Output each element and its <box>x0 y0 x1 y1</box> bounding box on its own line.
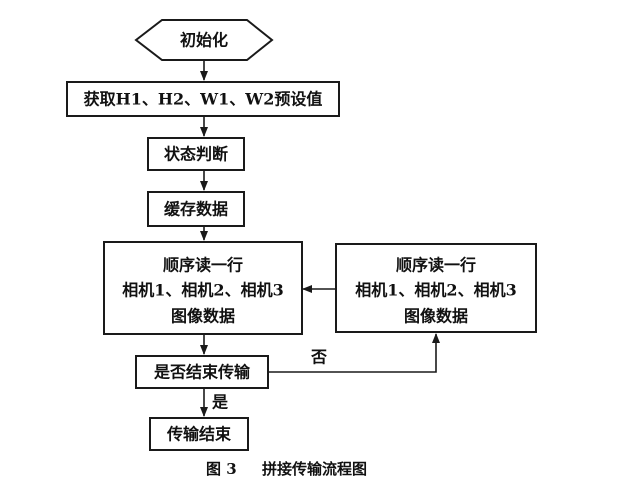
read-row-right-line-1: 顺序读一行 <box>396 256 476 275</box>
process-read-row-right: 顺序读一行 相机1、相机2、相机3 图像数据 <box>335 243 537 333</box>
read-row-left-line-3: 图像数据 <box>171 307 235 326</box>
edge-label-no: 否 <box>310 348 327 367</box>
start-node-label: 初始化 <box>180 31 228 50</box>
process-cache-data-label: 缓存数据 <box>163 200 228 219</box>
figure-title: 拼接传输流程图 <box>262 460 367 478</box>
process-read-row-left: 顺序读一行 相机1、相机2、相机3 图像数据 <box>103 241 303 335</box>
start-node-init: 初始化 <box>134 19 274 61</box>
decision-end-check-label: 是否结束传输 <box>153 363 251 382</box>
process-get-presets-label: 获取H1、H2、W1、W2预设值 <box>84 90 323 109</box>
process-state-judge-label: 状态判断 <box>164 145 228 164</box>
figure-number: 图 3 <box>206 460 237 478</box>
read-row-left-line-2: 相机1、相机2、相机3 <box>122 281 283 300</box>
process-state-judge: 状态判断 <box>147 137 245 171</box>
process-get-presets: 获取H1、H2、W1、W2预设值 <box>66 81 340 117</box>
edge-label-yes: 是 <box>211 393 228 412</box>
process-transfer-end-label: 传输结束 <box>166 425 232 444</box>
read-row-right-line-3: 图像数据 <box>404 307 468 326</box>
decision-end-check: 是否结束传输 <box>135 355 269 389</box>
read-row-right-line-2: 相机1、相机2、相机3 <box>355 281 516 300</box>
process-transfer-end: 传输结束 <box>149 417 249 451</box>
edge-no-to-read-right <box>268 333 440 373</box>
process-cache-data: 缓存数据 <box>147 191 245 227</box>
read-row-left-line-1: 顺序读一行 <box>163 256 243 275</box>
